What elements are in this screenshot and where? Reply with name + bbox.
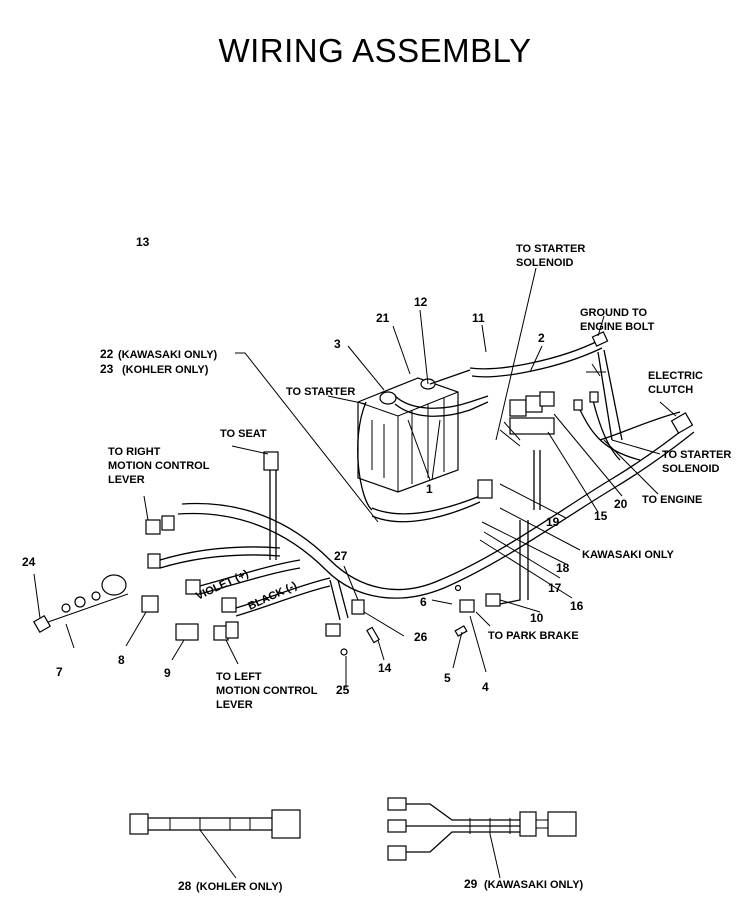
label-to-left-mcl-3: LEVER xyxy=(216,699,253,711)
part-number-1: 1 xyxy=(426,482,433,496)
part-number-25: 25 xyxy=(336,683,350,697)
leader-lines xyxy=(33,267,677,688)
part-number-21: 21 xyxy=(376,311,390,325)
part-number-4: 4 xyxy=(482,680,489,694)
part-number-8: 8 xyxy=(118,653,125,667)
part-number-18: 18 xyxy=(556,561,570,575)
part-number-11: 11 xyxy=(472,311,485,325)
main-harness xyxy=(159,411,695,621)
label-electric-clutch-2: CLUTCH xyxy=(648,384,693,396)
harness-29 xyxy=(387,797,577,879)
diagram-title: WIRING ASSEMBLY xyxy=(218,32,532,69)
label-to-right-mcl-2: MOTION CONTROL xyxy=(108,460,210,472)
label-ground-to-engine-bolt-2: ENGINE BOLT xyxy=(580,321,655,333)
part-number-7: 7 xyxy=(56,665,63,679)
part-number-15: 15 xyxy=(594,509,608,523)
ground-and-clutch-wires xyxy=(573,349,641,461)
note-22: (KAWASAKI ONLY) xyxy=(118,349,218,361)
connectors xyxy=(145,412,694,656)
part-number-22: 22 xyxy=(100,347,114,361)
part-number-29: 29 xyxy=(464,877,478,891)
part-number-24: 24 xyxy=(22,555,36,569)
note-29: (KAWASAKI ONLY) xyxy=(484,879,584,891)
harness-28 xyxy=(129,809,301,879)
label-black: BLACK (-) xyxy=(246,579,299,612)
part-number-6: 6 xyxy=(420,595,427,609)
part-number-9: 9 xyxy=(164,666,171,680)
part-number-5: 5 xyxy=(444,671,451,685)
part-number-13: 13 xyxy=(136,235,150,249)
note-23: (KOHLER ONLY) xyxy=(122,364,209,376)
label-to-starter-solenoid-top-1: TO STARTER xyxy=(516,243,585,255)
part-number-12: 12 xyxy=(414,295,428,309)
label-to-starter: TO STARTER xyxy=(286,386,355,398)
part-number-10: 10 xyxy=(530,611,544,625)
part-number-16: 16 xyxy=(570,599,584,613)
battery-cables xyxy=(357,331,609,523)
part-number-2: 2 xyxy=(538,331,545,345)
part-number-19: 19 xyxy=(546,515,560,529)
part-number-23: 23 xyxy=(100,362,114,376)
part-number-27: 27 xyxy=(334,549,348,563)
label-to-left-mcl-2: MOTION CONTROL xyxy=(216,685,318,697)
label-to-engine: TO ENGINE xyxy=(642,494,702,506)
part-number-20: 20 xyxy=(614,497,628,511)
part-number-26: 26 xyxy=(414,630,428,644)
label-to-park-brake: TO PARK BRAKE xyxy=(488,630,579,642)
label-kawasaki-only: KAWASAKI ONLY xyxy=(582,549,675,561)
part-number-14: 14 xyxy=(378,661,392,675)
relays xyxy=(499,391,555,447)
text-labels: TO STARTER SOLENOID GROUND TO ENGINE BOL… xyxy=(22,235,731,893)
label-to-seat: TO SEAT xyxy=(220,428,267,440)
battery xyxy=(357,377,459,493)
dash-parts xyxy=(32,574,199,649)
part-number-28: 28 xyxy=(178,879,192,893)
label-to-right-mcl-1: TO RIGHT xyxy=(108,446,161,458)
label-to-starter-solenoid-right-2: SOLENOID xyxy=(662,463,720,475)
part-number-3: 3 xyxy=(334,337,341,351)
part-number-17: 17 xyxy=(548,581,562,595)
label-to-starter-solenoid-right-1: TO STARTER xyxy=(662,449,731,461)
label-to-starter-solenoid-top-2: SOLENOID xyxy=(516,257,574,269)
label-to-left-mcl-1: TO LEFT xyxy=(216,671,262,683)
label-to-right-mcl-3: LEVER xyxy=(108,474,145,486)
note-28: (KOHLER ONLY) xyxy=(196,881,283,893)
label-ground-to-engine-bolt-1: GROUND TO xyxy=(580,307,647,319)
label-electric-clutch-1: ELECTRIC xyxy=(648,370,703,382)
